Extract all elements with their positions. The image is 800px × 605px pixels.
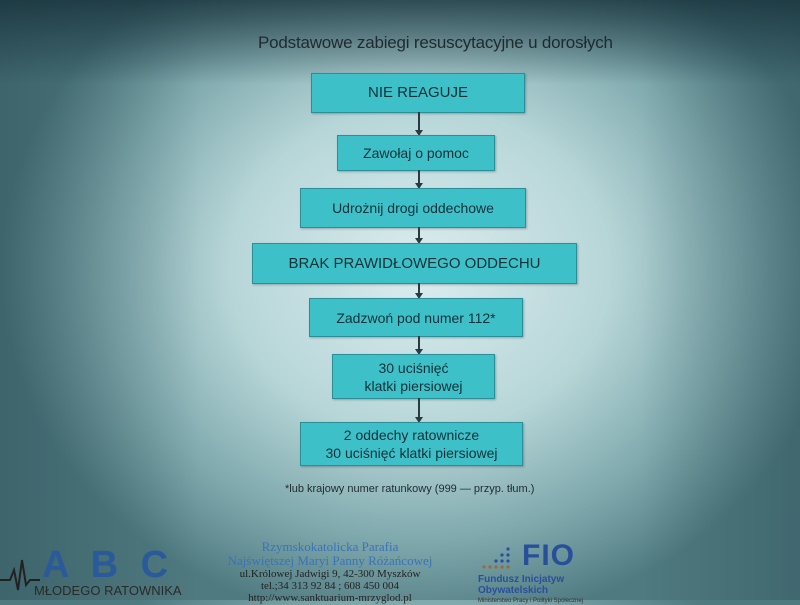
arrow — [415, 336, 422, 355]
parish-name: Najświętszej Maryi Panny Różańcowej — [227, 553, 433, 568]
abc-logo: A B C MŁODEGO RATOWNIKA — [0, 544, 190, 600]
step-label: Zadzwoń pod numer 112* — [336, 309, 496, 326]
arrow — [415, 112, 422, 136]
arrow — [415, 227, 422, 244]
step-open-airway: Udrożnij drogi oddechowe — [300, 188, 526, 228]
step-label: BRAK PRAWIDŁOWEGO ODDECHU — [288, 254, 541, 272]
step-label: Udrożnij drogi oddechowe — [332, 200, 494, 216]
step-label: 30 uciśnięć klatki piersiowej — [325, 445, 498, 461]
parish-info: Rzymskokatolicka Parafia Najświętszej Ma… — [200, 539, 460, 605]
parish-address: ul.Królowej Jadwigi 9, 42-300 Myszków — [239, 568, 421, 580]
step-breaths-compressions: 2 oddechy ratownicze 30 uciśnięć klatki p… — [300, 422, 523, 466]
fio-name: FIO — [522, 539, 575, 572]
arrow — [415, 170, 422, 189]
step-call-for-help: Zawołaj o pomoc — [337, 135, 495, 171]
ecg-icon — [0, 559, 40, 591]
arrow — [415, 398, 422, 423]
parish-phone: tel.;34 313 92 84 ; 608 450 004 — [260, 580, 400, 592]
parish-web: http://www.sanktuarium-mrzyglod.pl — [248, 592, 412, 604]
step-label: 30 uciśnięć — [378, 359, 449, 376]
step-label: klatki piersiowej — [364, 377, 463, 394]
step-call-112: Zadzwoń pod numer 112* — [309, 298, 523, 337]
parish-name: Rzymskokatolicka Parafia — [261, 539, 399, 554]
arrow — [415, 283, 422, 299]
step-label: NIE REAGUJE — [367, 84, 469, 101]
step-no-normal-breathing: BRAK PRAWIDŁOWEGO ODDECHU — [252, 243, 577, 284]
step-label: 2 oddechy ratownicze — [343, 427, 480, 443]
abc-letters: A B C — [42, 544, 175, 586]
abc-subtitle: MŁODEGO RATOWNIKA — [34, 583, 182, 598]
footnote: *lub krajowy numer ratunkowy (999 — przy… — [285, 483, 535, 495]
fio-subtitle-1: Fundusz Inicjatyw — [478, 574, 565, 585]
step-label: Zawołaj o pomoc — [363, 145, 469, 161]
slide-title: Podstawowe zabiegi resuscytacyjne u doro… — [258, 33, 613, 52]
fio-subtitle-2: Obywatelskich — [478, 585, 549, 596]
dots-icon — [482, 547, 510, 569]
fio-ministry: Ministerstwo Pracy i Polityki Społecznej — [478, 598, 584, 604]
step-unresponsive: NIE REAGUJE — [311, 73, 525, 113]
